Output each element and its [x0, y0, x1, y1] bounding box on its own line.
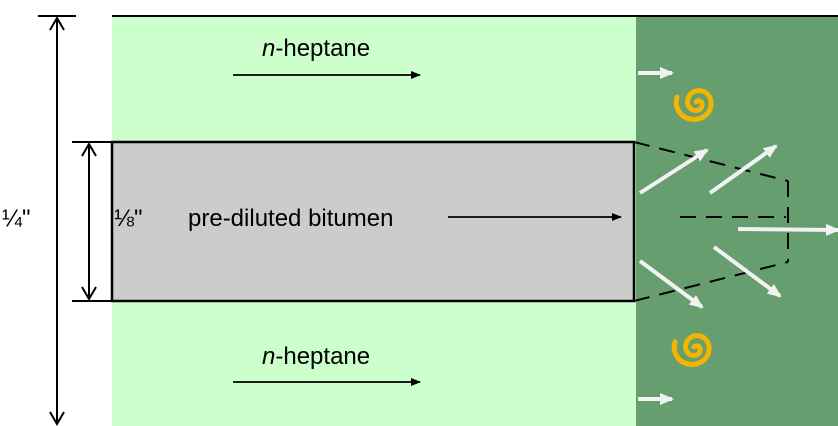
flow-arrow	[737, 223, 838, 236]
vortex-icon	[673, 88, 714, 122]
flow-arrow	[712, 245, 782, 298]
jet-outline	[633, 141, 789, 302]
flow-arrow	[638, 148, 709, 195]
inner-dimension	[72, 141, 112, 302]
bitumen-label: pre-diluted bitumen	[188, 205, 393, 232]
inner-dimension-label: ⅛"	[114, 205, 143, 232]
bitumen-core	[110, 140, 636, 303]
outer-dimension	[38, 15, 76, 426]
white-flow-arrows	[638, 67, 838, 405]
flow-arrow	[708, 144, 778, 195]
vortex-icon	[671, 333, 712, 367]
outer-dimension-label: ¼"	[2, 205, 31, 232]
heptane-top-label: n-heptane	[262, 35, 370, 62]
mixing-region	[636, 16, 838, 426]
heptane-bottom-label: n-heptane	[262, 343, 370, 370]
flow-arrow	[638, 259, 704, 309]
